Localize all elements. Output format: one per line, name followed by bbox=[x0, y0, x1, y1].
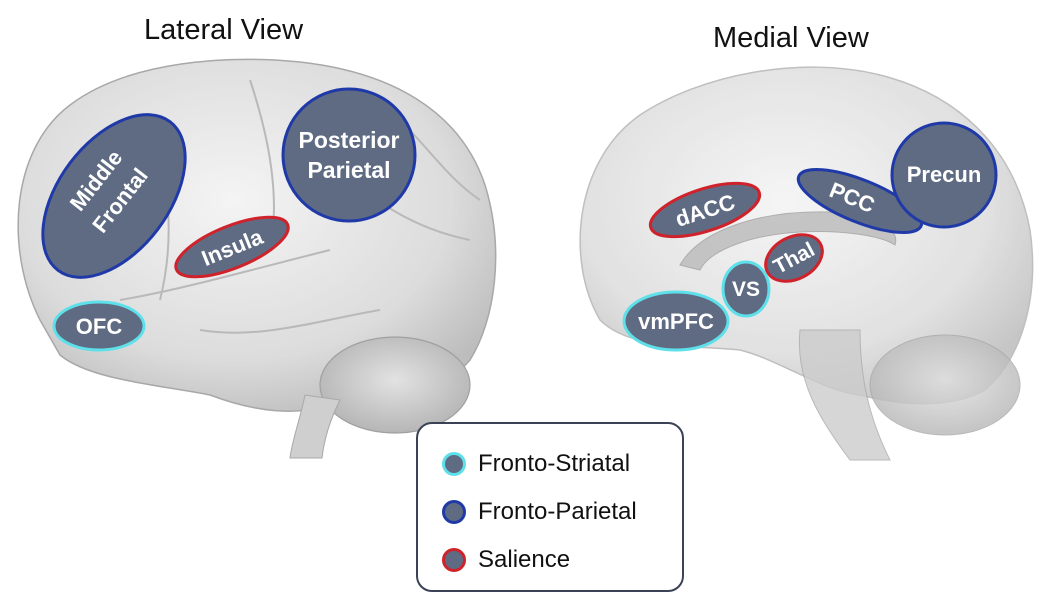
thal-region: Thal bbox=[764, 233, 824, 283]
medial-view-title: Medial View bbox=[713, 22, 869, 54]
ofc-label: OFC bbox=[76, 314, 123, 339]
lateral-brainstem bbox=[289, 394, 341, 459]
posterior-parietal-label-line2: Parietal bbox=[307, 157, 390, 183]
posterior-parietal-region: Posterior Parietal bbox=[281, 87, 417, 223]
lateral-cerebellum bbox=[319, 336, 471, 434]
legend-label: Fronto-Parietal bbox=[478, 498, 637, 525]
ofc-region: OFC bbox=[52, 300, 146, 352]
posterior-parietal-label-line1: Posterior bbox=[299, 127, 400, 153]
fronto-parietal-swatch bbox=[442, 500, 466, 524]
middle-frontal-region: Middle Frontal bbox=[41, 113, 187, 279]
legend-item-fronto-striatal: Fronto-Striatal bbox=[442, 446, 630, 482]
legend-label: Fronto-Striatal bbox=[478, 450, 631, 477]
precun-region: Precun bbox=[890, 121, 998, 229]
fronto-striatal-swatch bbox=[442, 452, 466, 476]
vmpfc-region: vmPFC bbox=[622, 290, 730, 352]
dacc-region: dACC bbox=[648, 181, 762, 239]
network-legend: Fronto-Striatal Fronto-Parietal Salience bbox=[416, 422, 684, 592]
medial-cerebellum bbox=[869, 334, 1021, 436]
vs-label: VS bbox=[732, 278, 760, 301]
legend-item-salience: Salience bbox=[442, 542, 570, 578]
vmpfc-label: vmPFC bbox=[638, 309, 714, 334]
lateral-view-title: Lateral View bbox=[144, 14, 304, 46]
vs-region: VS bbox=[721, 260, 771, 318]
pcc-region: PCC bbox=[796, 168, 924, 234]
legend-label: Salience bbox=[478, 546, 571, 573]
corpus-callosum bbox=[679, 211, 897, 271]
precun-label: Precun bbox=[907, 162, 982, 187]
medial-brainstem bbox=[798, 329, 891, 461]
salience-swatch bbox=[442, 548, 466, 572]
legend-item-fronto-parietal: Fronto-Parietal bbox=[442, 494, 637, 530]
